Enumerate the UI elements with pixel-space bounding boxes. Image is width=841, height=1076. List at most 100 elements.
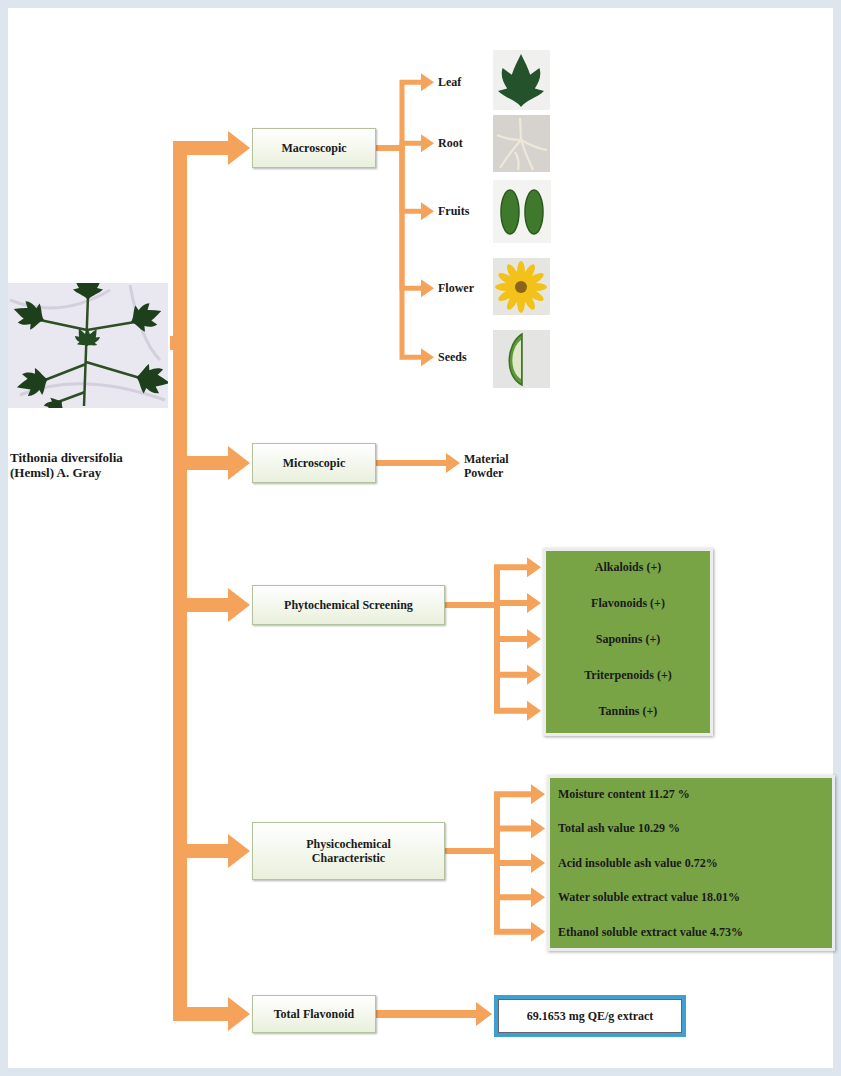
node-text: Macroscopic [281, 141, 346, 155]
photo-ground [493, 115, 550, 172]
arrow-head [421, 348, 434, 366]
arrow-head [531, 887, 545, 907]
node-text: Material Powder [464, 452, 542, 481]
arrow-head [228, 997, 250, 1031]
arrow-head [531, 853, 545, 873]
part-label: Material Powder [462, 452, 544, 481]
process-box: Phytochemical Screening [252, 585, 445, 625]
node-text: Triterpenoids (+) [584, 668, 672, 682]
connector-arrow [376, 148, 434, 220]
connector-line [376, 460, 446, 466]
connector-arrow [170, 131, 250, 343]
connector-line [445, 567, 527, 711]
arrow-head [527, 629, 541, 649]
node-text: Fruits [438, 204, 488, 218]
root-photo [493, 115, 550, 172]
node-text: Tithonia diversifolia (Hemsl) A. Gray [10, 450, 168, 481]
plant-node: Tithonia diversifolia (Hemsl) A. Gray [8, 283, 170, 483]
plant-leaf [80, 325, 104, 350]
connector-arrow [376, 453, 460, 473]
node-text: Ethanol soluble extract value 4.73% [558, 925, 743, 939]
connector-line [376, 148, 421, 357]
connector-line [376, 148, 421, 288]
result-panel: Alkaloids (+) Flavonoids (+) Saponins (+) T… [543, 548, 713, 736]
connector-arrow [376, 148, 434, 297]
process-box: Macroscopic [252, 128, 376, 168]
process-box: Physicochemical Characteristic [252, 822, 445, 880]
photo-ground [493, 258, 550, 315]
plant-leaf [38, 393, 68, 408]
arrow-head [531, 819, 545, 839]
part-label: Leaf [436, 75, 490, 89]
part-label: Flower [436, 281, 490, 295]
node-text: Root [438, 136, 488, 150]
arrow-head [527, 557, 541, 577]
seed-inside [512, 340, 521, 379]
node-text: Tannins (+) [599, 704, 658, 718]
photo-ground [493, 330, 550, 388]
part-label: Seeds [436, 350, 490, 364]
photo-ground [493, 180, 551, 243]
connector-line [376, 82, 421, 148]
seeds-photo [493, 330, 550, 388]
node-text: 69.1653 mg QE/g extract [527, 1009, 654, 1023]
node-text: Flavonoids (+) [591, 596, 665, 610]
node-text: Flower [438, 281, 488, 295]
plant-leaf [13, 365, 51, 400]
connector-line [376, 148, 421, 211]
connector-arrow [376, 148, 434, 366]
plant-leaf [73, 283, 103, 300]
node-text: Total Flavonoid [274, 1007, 355, 1021]
fruits-photo [493, 180, 551, 243]
connector-arrow [376, 1002, 492, 1026]
node-text: Saponins (+) [596, 632, 661, 646]
arrow-head [228, 131, 250, 165]
connector-arrow [376, 73, 434, 148]
arrow-head [421, 134, 434, 152]
arrow-head [531, 784, 545, 804]
node-text: Moisture content 11.27 % [558, 787, 690, 801]
node-text: Seeds [438, 350, 488, 364]
node-text: Water soluble extract value 18.01% [558, 890, 740, 904]
root-strands [497, 118, 547, 170]
value-box: 69.1653 mg QE/g extract [494, 995, 686, 1037]
node-text: Physicochemical Characteristic [289, 837, 408, 866]
node-text: Alkaloids (+) [595, 560, 662, 574]
connector-line [445, 794, 531, 932]
node-text: Leaf [438, 75, 488, 89]
plant-leaf [133, 362, 168, 398]
flower-photo [493, 258, 550, 315]
connector-arrow [170, 343, 250, 1031]
plant-leaf [126, 298, 166, 335]
connector-line [170, 148, 228, 343]
process-box: Total Flavonoid [252, 995, 376, 1033]
arrow-head [421, 202, 434, 220]
photo-ground [493, 50, 550, 110]
arrow-head [228, 834, 250, 868]
fruit-shape [525, 190, 543, 234]
connector-arrow [445, 784, 545, 942]
arrow-head [228, 588, 250, 622]
node-text: Acid insoluble ash value 0.72% [558, 856, 718, 870]
part-label: Root [436, 136, 490, 150]
fruit-shape [501, 190, 519, 234]
connector-arrow [445, 557, 541, 721]
arrow-head [527, 593, 541, 613]
arrow-head [446, 453, 460, 473]
arrow-head [228, 446, 250, 480]
arrow-head [476, 1002, 492, 1026]
arrow-head [421, 73, 434, 91]
flower-petals [495, 261, 547, 313]
leaf-photo [493, 50, 550, 110]
part-label: Fruits [436, 204, 490, 218]
flower-centre [515, 281, 527, 293]
node-text: Phytochemical Screening [284, 598, 413, 612]
leaf-shape [498, 54, 544, 107]
plant-leaf [9, 296, 49, 333]
plant-stem [40, 296, 140, 406]
plant-photo [8, 283, 168, 408]
process-box: Microscopic [252, 443, 376, 483]
arrow-head [421, 279, 434, 297]
result-panel: Moisture content 11.27 % Total ash value … [547, 775, 835, 951]
node-text: Total ash value 10.29 % [558, 821, 680, 835]
